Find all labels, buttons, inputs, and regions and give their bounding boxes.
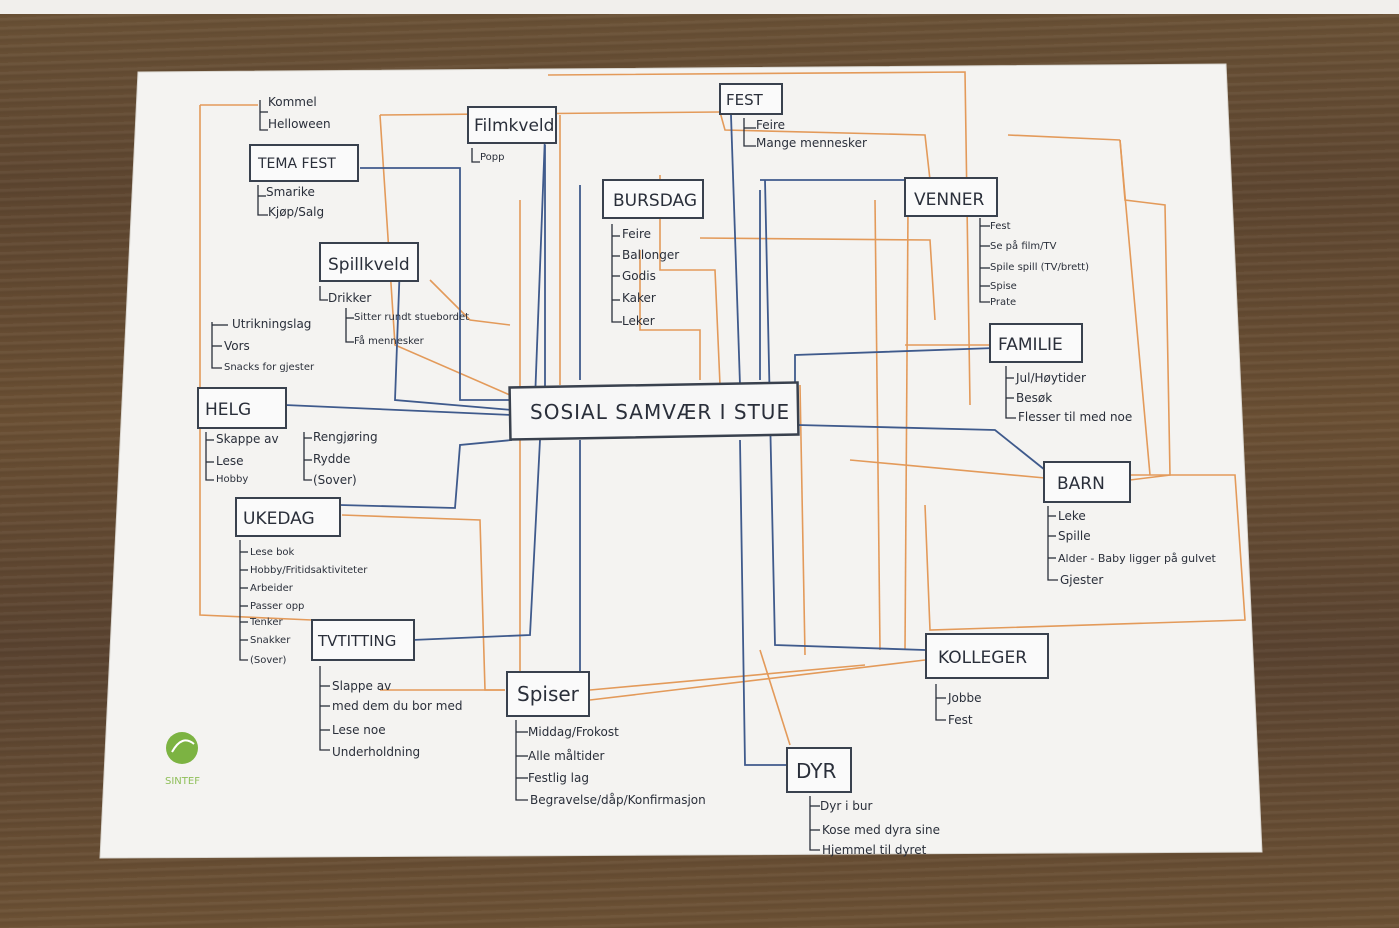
ukedag-item: Lese bok: [250, 547, 295, 558]
tvtitting-item: Slappe av: [332, 679, 391, 693]
node-barn-title: BARN: [1057, 474, 1105, 494]
bursdag-item: Feire: [622, 227, 651, 241]
ukedag-item: Snakker: [250, 635, 291, 646]
node-fest-title: FEST: [726, 91, 764, 109]
node-filmkveld-box: [467, 106, 557, 144]
blue-links: [284, 84, 1046, 766]
node-venner-title: VENNER: [914, 190, 985, 210]
node-tema-fest-box: [249, 144, 359, 182]
barn-item: Alder - Baby ligger på gulvet: [1058, 552, 1216, 565]
barn-item: Leke: [1058, 509, 1086, 523]
node-venner-box: [904, 177, 998, 217]
node-barn-box: [1043, 461, 1131, 503]
node-helg-title: HELG: [205, 400, 251, 420]
dyr-item: Dyr i bur: [820, 799, 872, 813]
spillkveld-item: Få mennesker: [354, 334, 425, 347]
spiser-item: Begravelse/dåp/Konfirmasjon: [530, 793, 706, 807]
node-ukedag-title: UKEDAG: [243, 509, 315, 529]
node-filmkveld-title: Filmkveld: [474, 116, 554, 136]
bursdag-item: Kaker: [622, 291, 656, 305]
sintef-logo-leaf-icon: [166, 732, 198, 764]
barn-item: Spille: [1058, 529, 1091, 543]
familie-item: Besøk: [1016, 391, 1052, 405]
node-tvtitting-title: TVTITTING: [317, 632, 396, 650]
node-spiser-title: Spiser: [517, 682, 580, 706]
branch-brackets: [205, 100, 1058, 851]
spillkveld-item: Drikker: [328, 291, 371, 305]
spiser-item: Alle måltider: [528, 749, 604, 763]
node-kolleger-title: KOLLEGER: [938, 648, 1027, 668]
helg-above-item: Vors: [224, 339, 250, 353]
ukedag-item: Tenker: [249, 617, 283, 628]
logo-text: SINTEF: [165, 776, 200, 787]
node-ukedag-box: [235, 497, 341, 537]
node-dyr-title: DYR: [796, 759, 837, 783]
wall-strip: [0, 0, 1399, 14]
helg-item: Rydde: [313, 452, 350, 466]
ukedag-item: Hobby/Fritidsaktiviteter: [250, 565, 368, 576]
node-familie-title: FAMILIE: [998, 335, 1063, 355]
helg-above-item: Snacks for gjester: [224, 362, 315, 373]
node-tema-fest-title: TEMA FEST: [257, 156, 336, 172]
helg-item: Rengjøring: [313, 430, 378, 444]
helg-item: (Sover): [313, 473, 357, 487]
tema-fest-item: Kjøp/Salg: [268, 205, 324, 219]
ukedag-item: Arbeider: [250, 583, 294, 594]
ukedag-item: (Sover): [250, 655, 287, 666]
tema-fest-above-item: Helloween: [268, 117, 331, 131]
bursdag-item: Leker: [622, 314, 655, 328]
venner-item: Spile spill (TV/brett): [990, 262, 1089, 273]
tvtitting-item: Lese noe: [332, 723, 386, 737]
dyr-item: Hjemmel til dyret: [822, 843, 927, 857]
ukedag-item: Passer opp: [250, 601, 304, 612]
node-bursdag-title: BURSDAG: [613, 191, 697, 211]
kolleger-item: Jobbe: [947, 691, 982, 705]
helg-above-item: Utrikningslag: [232, 317, 311, 331]
helg-item: Hobby: [216, 474, 248, 485]
spillkveld-item: Sitter rundt stuebordet: [354, 312, 469, 323]
node-tvtitting-box: [311, 619, 415, 661]
tvtitting-item: Underholdning: [332, 745, 420, 759]
tema-fest-item: Smarike: [266, 185, 315, 199]
node-kolleger-box: [925, 633, 1049, 679]
spiser-item: Middag/Frokost: [528, 725, 619, 739]
fest-item: Feire: [756, 118, 785, 132]
tvtitting-item: med dem du bor med: [332, 699, 462, 713]
barn-item: Gjester: [1060, 573, 1103, 587]
venner-item: Se på film/TV: [990, 239, 1057, 252]
node-helg-box: [197, 387, 287, 429]
helg-item: Skappe av: [216, 432, 279, 446]
node-familie-box: [989, 323, 1083, 363]
kolleger-item: Fest: [948, 713, 973, 727]
familie-item: Jul/Høytider: [1015, 371, 1086, 385]
bursdag-item: Godis: [622, 269, 656, 283]
orange-links: [199, 71, 1246, 746]
venner-item: Fest: [990, 221, 1011, 232]
bursdag-item: Ballonger: [622, 248, 679, 262]
familie-item: Flesser til med noe: [1018, 410, 1132, 424]
filmkveld-item: Popp: [480, 152, 505, 163]
node-bursdag-box: [602, 179, 704, 219]
central-node-label: SOSIAL SAMVÆR I STUE: [530, 400, 790, 424]
fest-item: Mange mennesker: [756, 136, 867, 150]
node-spillkveld-title: Spillkveld: [328, 255, 410, 275]
central-node-box: [508, 381, 800, 441]
venner-item: Spise: [990, 281, 1017, 292]
node-spillkveld-box: [319, 242, 419, 282]
spiser-item: Festlig lag: [528, 771, 589, 785]
node-dyr-box: [786, 747, 852, 793]
venner-item: Prate: [990, 297, 1016, 308]
tema-fest-above-item: Kommel: [268, 95, 317, 109]
node-spiser-box: [506, 671, 590, 717]
helg-item: Lese: [216, 454, 244, 468]
node-fest-box: [719, 83, 783, 115]
dyr-item: Kose med dyra sine: [822, 823, 940, 837]
